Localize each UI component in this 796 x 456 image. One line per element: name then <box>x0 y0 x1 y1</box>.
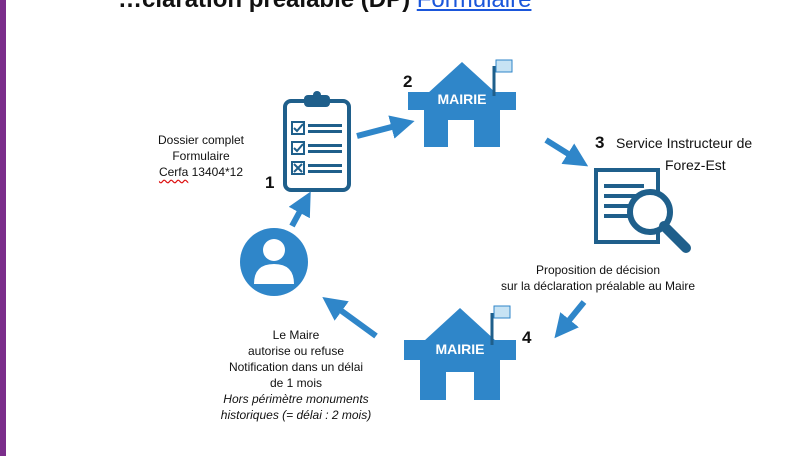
mairie-label-top: MAIRIE <box>438 91 487 107</box>
step1-cerfa-word: Cerfa <box>158 165 189 179</box>
service-line2: Forez-Est <box>665 157 726 173</box>
maire-decision-text: Le Maire autorise ou refuse Notification… <box>196 327 396 423</box>
title-text: …claration préalable (DP) <box>118 0 410 13</box>
step1-line2: Formulaire <box>172 149 230 163</box>
arrow-service-to-mairie <box>554 300 587 339</box>
mairie-building-icon-bottom: MAIRIE <box>404 305 516 400</box>
step-number-2: 2 <box>403 72 413 91</box>
decision-line2: autorise ou refuse <box>247 344 345 358</box>
step1-line3: 13404*12 <box>188 165 244 179</box>
decision-line6: historiques (= délai : 2 mois) <box>220 408 372 422</box>
page-title: …claration préalable (DP) Formulaire <box>118 0 531 14</box>
arrow-mairie-to-service <box>544 137 589 167</box>
arrow-mairie-to-person <box>322 296 378 339</box>
step-number-3: 3 <box>595 133 605 152</box>
proposal-line1: Proposition de décision <box>535 263 661 277</box>
proposal-text: Proposition de décision sur la déclarati… <box>470 262 726 294</box>
service-line1: Service Instructeur de <box>616 135 753 151</box>
arrow-person-to-form <box>288 191 311 228</box>
document-search-icon <box>594 168 691 253</box>
step-number-4: 4 <box>522 328 532 347</box>
step1-line3-wrap: Cerfa 13404*12 <box>148 164 254 180</box>
left-accent-bar <box>0 0 6 456</box>
title-link[interactable]: Formulaire <box>417 0 532 13</box>
decision-line5: Hors périmètre monuments <box>223 392 369 406</box>
proposal-line2: sur la déclaration préalable au Maire <box>500 279 696 293</box>
decision-line1: Le Maire <box>272 328 320 342</box>
clipboard-form-icon <box>283 91 351 192</box>
mairie-label-bottom: MAIRIE <box>436 341 485 357</box>
mairie-building-icon-top: MAIRIE <box>408 59 516 147</box>
decision-line3: Notification dans un délai <box>228 360 364 374</box>
step1-line1: Dossier complet <box>157 133 245 147</box>
step1-description: Dossier complet Formulaire Cerfa 13404*1… <box>148 132 254 180</box>
person-icon <box>240 228 308 296</box>
decision-line4: de 1 mois <box>269 376 323 390</box>
arrow-form-to-mairie <box>356 115 415 139</box>
step-number-1: 1 <box>265 173 275 192</box>
